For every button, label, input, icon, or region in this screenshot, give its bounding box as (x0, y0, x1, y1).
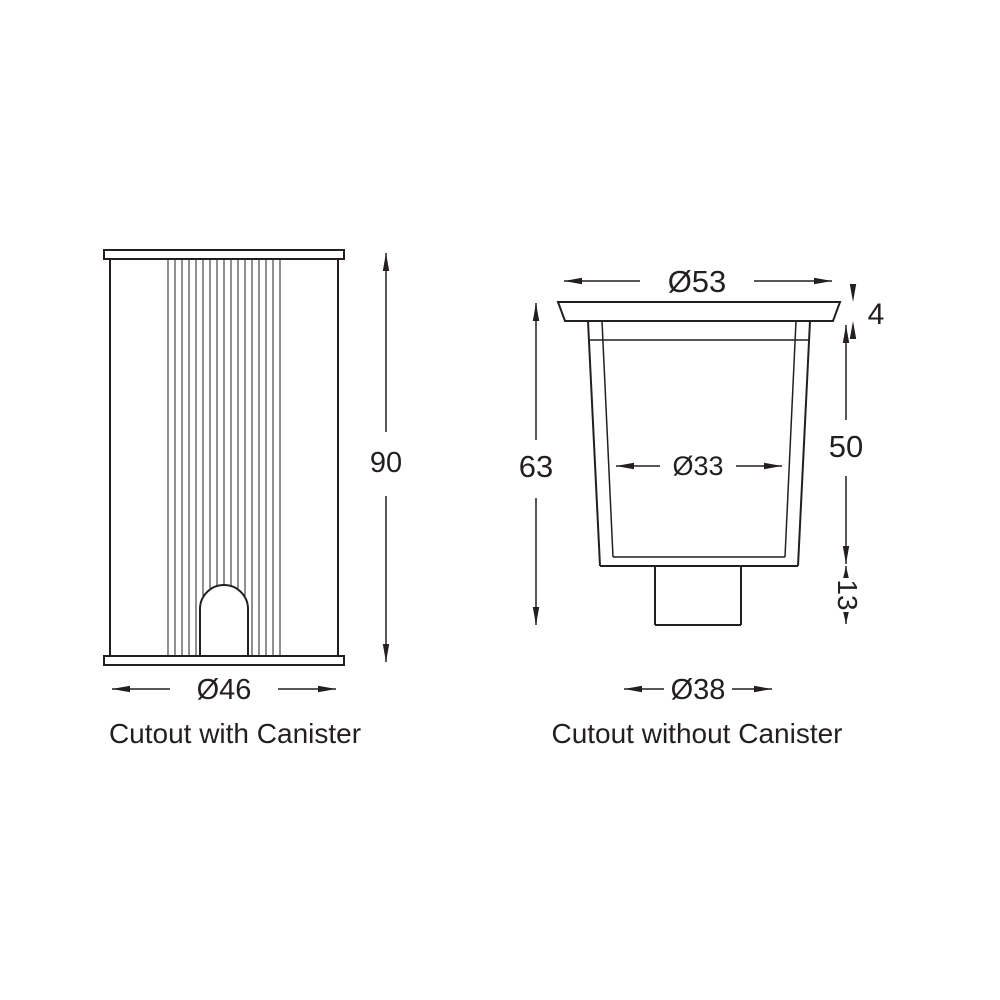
inner-wall (590, 320, 808, 558)
arrow-right-icon (318, 685, 336, 693)
arrow-right-icon (764, 462, 782, 470)
dim-canister-diameter: Ø46 (112, 674, 336, 706)
arrow-left-icon (112, 685, 130, 693)
dim-body-height: 50 (829, 325, 863, 564)
arrow-down-icon (842, 546, 850, 564)
dim-base-diameter-label: Ø38 (671, 674, 726, 706)
canister-bottom-cap (103, 655, 345, 666)
arrow-down-icon (532, 607, 540, 625)
cable-notch (199, 584, 249, 656)
arrow-up-icon (843, 566, 849, 578)
arrow-down-icon (382, 644, 390, 662)
canister-top-cap (103, 249, 345, 260)
arrow-right-icon (814, 277, 832, 285)
dim-inner-diameter: Ø33 (616, 451, 782, 481)
dim-flange-diameter-label: Ø53 (668, 264, 727, 299)
arrow-down-icon (843, 612, 849, 624)
arrow-left-icon (564, 277, 582, 285)
dim-canister-height: 90 (370, 253, 402, 662)
flange (556, 301, 842, 322)
dim-base-diameter: Ø38 (624, 674, 772, 706)
arrow-up-icon (849, 321, 857, 339)
arrow-up-icon (382, 253, 390, 271)
arrow-up-icon (842, 325, 850, 343)
dim-flange-thickness: 4 (849, 284, 885, 339)
arrow-left-icon (624, 685, 642, 693)
dim-canister-height-label: 90 (370, 447, 402, 479)
dim-spigot-height: 13 (832, 566, 863, 624)
dim-overall-height: 63 (519, 303, 553, 625)
figure-cutout-with-canister (103, 249, 345, 666)
dim-body-height-label: 50 (829, 429, 863, 464)
dim-overall-height-label: 63 (519, 449, 553, 484)
arrow-up-icon (532, 303, 540, 321)
figure-cutout-without-canister (556, 301, 842, 626)
dim-canister-diameter-label: Ø46 (197, 674, 252, 706)
arrow-down-icon (849, 284, 857, 302)
arrow-left-icon (616, 462, 634, 470)
canister-ribs (167, 259, 281, 656)
caption-cutout-with-canister: Cutout with Canister (109, 718, 361, 749)
outer-wall (587, 320, 811, 567)
dim-flange-diameter: Ø53 (564, 264, 832, 299)
caption-cutout-without-canister: Cutout without Canister (551, 718, 842, 749)
spigot (654, 566, 742, 626)
dim-inner-diameter-label: Ø33 (672, 451, 723, 481)
dim-flange-thickness-label: 4 (868, 298, 885, 331)
dim-spigot-height-label: 13 (832, 579, 863, 610)
arrow-right-icon (754, 685, 772, 693)
